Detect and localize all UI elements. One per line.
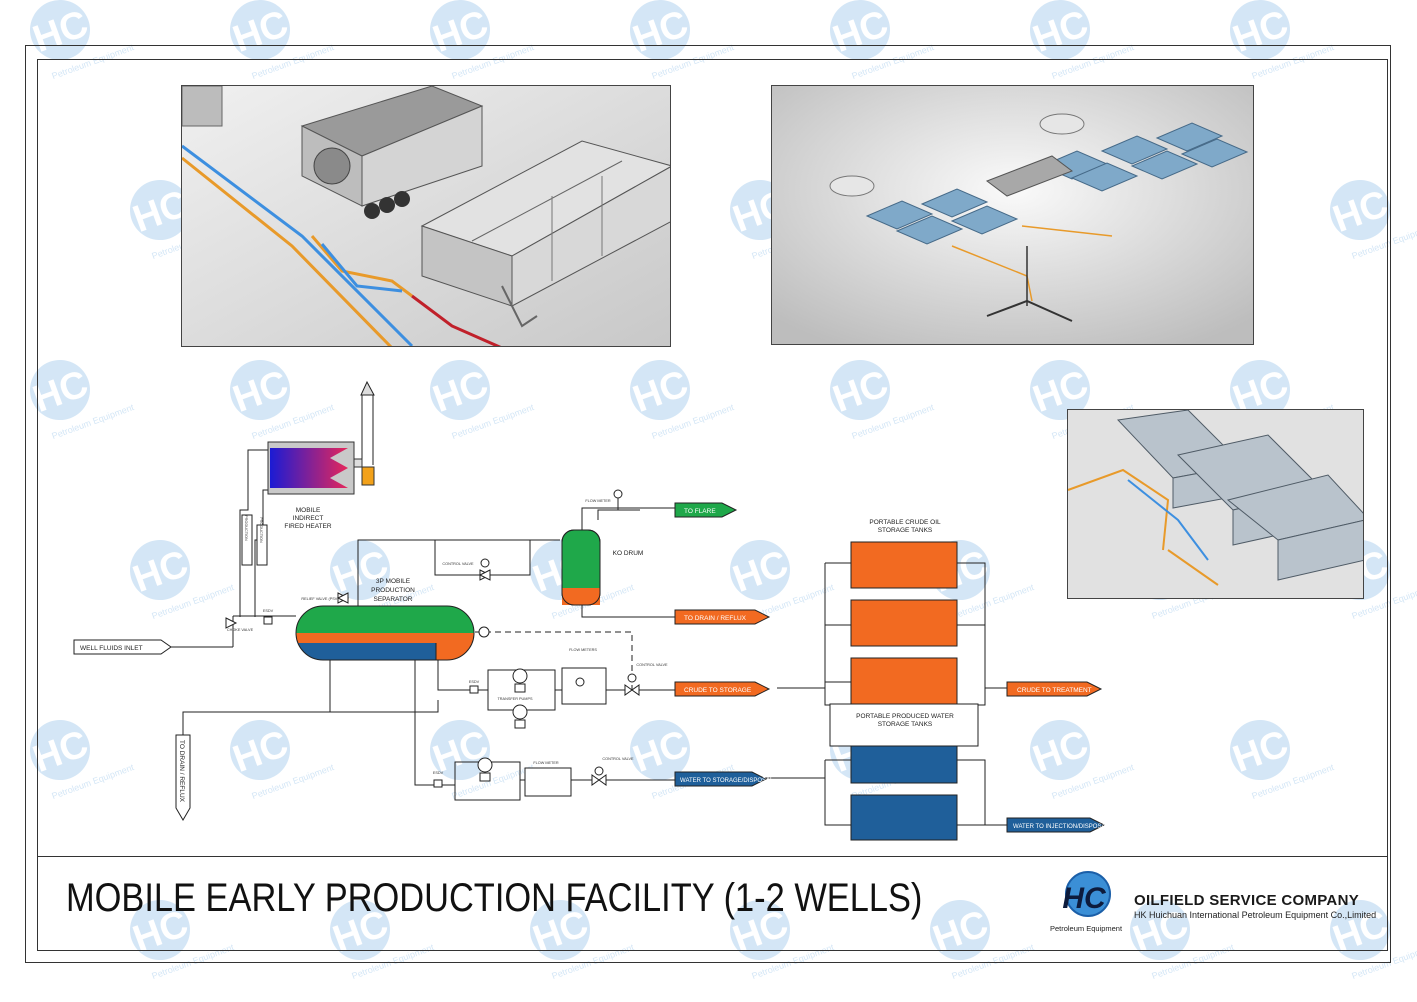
svg-text:TO DRAIN / REFLUX: TO DRAIN / REFLUX	[178, 740, 185, 803]
svg-text:CRUDE TO STORAGE: CRUDE TO STORAGE	[684, 687, 752, 694]
title-divider	[37, 856, 1388, 857]
svg-text:PRODUCTION: PRODUCTION	[244, 515, 248, 541]
arrow-to-flare: TO FLARE	[674, 502, 738, 518]
svg-text:PORTABLE CRUDE OIL: PORTABLE CRUDE OIL	[869, 519, 941, 526]
svg-text:WATER TO STORAGE/DISPOSAL: WATER TO STORAGE/DISPOSAL	[680, 778, 774, 784]
render-panel-tanks	[1067, 409, 1364, 599]
site-layout-render	[772, 86, 1253, 344]
crude-oil-tanks	[850, 541, 958, 705]
arrow-water-to-storage: WATER TO STORAGE/DISPOSAL	[674, 771, 774, 787]
svg-text:KO DRUM: KO DRUM	[613, 550, 644, 557]
arrow-water-to-injection: WATER TO INJECTION/DISPOSAL	[1006, 817, 1109, 833]
svg-text:FLOW METER: FLOW METER	[533, 761, 559, 765]
svg-text:3P MOBILE: 3P MOBILE	[376, 578, 411, 585]
svg-text:STORAGE TANKS: STORAGE TANKS	[878, 527, 933, 534]
svg-text:MOBILE: MOBILE	[296, 507, 321, 514]
arrow-crude-to-storage: CRUDE TO STORAGE	[674, 681, 771, 697]
render-panel-trailers	[181, 85, 671, 347]
svg-text:CHOKE VALVE: CHOKE VALVE	[227, 628, 254, 632]
svg-text:PRODUCTION: PRODUCTION	[259, 517, 263, 543]
svg-text:TRANSFER PUMPS: TRANSFER PUMPS	[497, 697, 532, 701]
svg-text:PORTABLE PRODUCED WATER: PORTABLE PRODUCED WATER	[856, 713, 954, 720]
svg-text:STORAGE TANKS: STORAGE TANKS	[878, 721, 933, 728]
ko-drum	[561, 529, 601, 606]
page-title: MOBILE EARLY PRODUCTION FACILITY (1-2 WE…	[66, 876, 923, 920]
production-separator	[295, 605, 490, 661]
company-logo: HC Petroleum Equipment	[1050, 871, 1123, 933]
svg-text:CRUDE TO TREATMENT: CRUDE TO TREATMENT	[1017, 687, 1092, 694]
svg-text:FLOW METER: FLOW METER	[585, 499, 611, 503]
svg-text:HC: HC	[1062, 882, 1107, 915]
svg-text:CONTROL VALVE: CONTROL VALVE	[602, 757, 634, 761]
fired-heater	[267, 441, 375, 495]
company-name: OILFIELD SERVICE COMPANY	[1134, 892, 1359, 909]
render-panel-site-layout	[771, 85, 1254, 345]
svg-text:INDIRECT: INDIRECT	[293, 515, 324, 522]
drain-arrow-vertical: TO DRAIN / REFLUX	[175, 734, 191, 821]
svg-text:SEPARATOR: SEPARATOR	[373, 596, 412, 603]
svg-text:ESDV: ESDV	[433, 771, 444, 775]
svg-text:FIRED HEATER: FIRED HEATER	[284, 523, 331, 530]
svg-text:CONTROL VALVE: CONTROL VALVE	[636, 663, 668, 667]
svg-text:PRODUCTION: PRODUCTION	[371, 587, 415, 594]
svg-text:ESDV: ESDV	[263, 609, 274, 613]
arrow-to-drain-reflux: TO DRAIN / REFLUX	[674, 609, 771, 625]
tank-render	[1068, 410, 1363, 598]
inner-frame	[37, 59, 1388, 951]
svg-text:CONTROL VALVE: CONTROL VALVE	[442, 562, 474, 566]
arrow-crude-to-treatment: CRUDE TO TREATMENT	[1006, 681, 1103, 697]
svg-text:ESDV: ESDV	[469, 680, 480, 684]
svg-text:FLOW METERS: FLOW METERS	[569, 648, 597, 652]
company-subtitle: HK Huichuan International Petroleum Equi…	[1134, 910, 1377, 920]
svg-text:TO FLARE: TO FLARE	[684, 508, 716, 515]
trailer-render	[182, 86, 670, 346]
svg-text:WELL FLUIDS INLET: WELL FLUIDS INLET	[80, 645, 143, 652]
inlet-label-box: WELL FLUIDS INLET	[73, 639, 172, 655]
svg-text:RELIEF VALVE (PSV): RELIEF VALVE (PSV)	[301, 597, 339, 601]
svg-text:Petroleum Equipment: Petroleum Equipment	[1050, 924, 1123, 933]
svg-text:WATER TO INJECTION/DISPOSAL: WATER TO INJECTION/DISPOSAL	[1013, 824, 1109, 830]
produced-water-tanks	[850, 737, 958, 841]
outer-frame	[25, 45, 1391, 963]
svg-text:TO DRAIN / REFLUX: TO DRAIN / REFLUX	[684, 615, 747, 622]
